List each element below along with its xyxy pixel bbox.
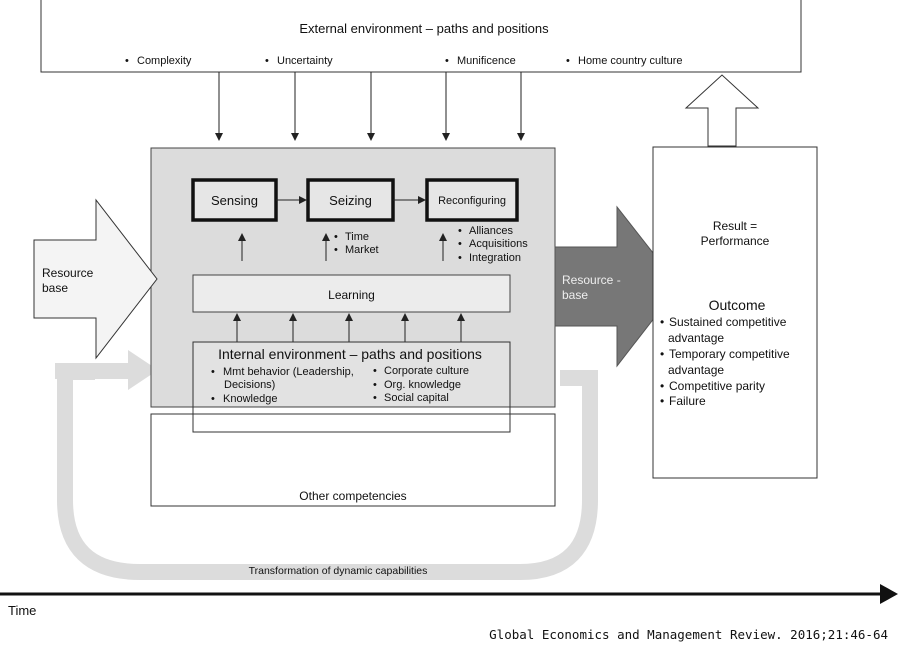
external-influence-arrows xyxy=(215,72,525,141)
external-factor: Munificence xyxy=(457,55,516,67)
result-title: Performance xyxy=(701,234,770,248)
transformation-loop xyxy=(57,364,598,580)
other-competencies-label: Other competencies xyxy=(299,489,406,503)
resource-base-input-label: base xyxy=(42,281,68,295)
resource-base-output-label: Resource - xyxy=(562,273,621,287)
internal-factor: Social capital xyxy=(384,392,449,404)
svg-text:•: • xyxy=(334,244,338,256)
external-factor: Complexity xyxy=(137,55,192,67)
resource-base-output-arrow xyxy=(554,205,680,368)
svg-text:•: • xyxy=(125,55,129,67)
external-factor: Uncertainty xyxy=(277,55,333,67)
internal-factor: Knowledge xyxy=(223,393,277,405)
reconfiguring-note: Acquisitions xyxy=(469,238,528,250)
citation: Global Economics and Management Review. … xyxy=(489,627,888,642)
outcome-item: advantage xyxy=(668,331,724,345)
outcome-item: advantage xyxy=(668,363,724,377)
svg-text:•: • xyxy=(445,55,449,67)
result-title: Result = xyxy=(713,219,757,233)
internal-factor: Corporate culture xyxy=(384,365,469,377)
svg-text:•: • xyxy=(660,379,664,393)
external-factor: Home country culture xyxy=(578,55,683,67)
sensing-box: Sensing xyxy=(191,178,278,222)
reconfiguring-note: Integration xyxy=(469,252,521,264)
internal-to-learning-arrows xyxy=(233,313,465,342)
learning-box xyxy=(192,274,511,313)
internal-environment-title: Internal environment – paths and positio… xyxy=(218,346,482,362)
sensing-label: Sensing xyxy=(211,193,258,208)
external-factor-list: • Complexity • Uncertainty • Munificence… xyxy=(125,55,683,67)
outcome-list: • Sustained competitive advantage • Temp… xyxy=(660,315,790,408)
svg-text:•: • xyxy=(265,55,269,67)
svg-text:•: • xyxy=(660,347,664,361)
svg-text:•: • xyxy=(660,315,664,329)
internal-environment-box xyxy=(192,341,511,433)
learning-to-capability-arrows xyxy=(238,233,447,261)
time-axis-arrowhead xyxy=(880,584,898,604)
svg-text:•: • xyxy=(373,379,377,391)
transformation-loop-arrow-shaft xyxy=(55,363,130,379)
svg-text:•: • xyxy=(660,394,664,408)
resource-base-input-label: Resource xyxy=(42,266,94,280)
reconfiguring-note: Alliances xyxy=(469,225,514,237)
resource-base-output-label: base xyxy=(562,288,588,302)
svg-text:•: • xyxy=(458,225,462,237)
seizing-label: Seizing xyxy=(329,193,372,208)
internal-factor: Mmt behavior (Leadership, xyxy=(223,366,354,378)
outcome-item: Temporary competitive xyxy=(669,347,790,361)
svg-text:•: • xyxy=(458,252,462,264)
resource-base-input-arrow xyxy=(33,198,158,360)
learning-label: Learning xyxy=(328,288,375,302)
performance-feedback-arrow xyxy=(684,74,760,147)
internal-factor: Org. knowledge xyxy=(384,379,461,391)
svg-text:•: • xyxy=(373,365,377,377)
svg-text:•: • xyxy=(211,393,215,405)
svg-text:•: • xyxy=(211,366,215,378)
outcome-item: Failure xyxy=(669,394,706,408)
seizing-note: Market xyxy=(345,244,379,256)
internal-factor-list-left: • Mmt behavior (Leadership, Decisions) •… xyxy=(211,366,354,405)
reconfiguring-notes: • Alliances • Acquisitions • Integration xyxy=(458,225,528,264)
svg-text:•: • xyxy=(566,55,570,67)
other-competencies-box xyxy=(150,413,556,507)
internal-factor: Decisions) xyxy=(224,379,275,391)
reconfiguring-box: Reconfiguring xyxy=(425,178,519,222)
outcome-item: Sustained competitive xyxy=(669,315,787,329)
internal-factor-list-right: • Corporate culture • Org. knowledge • S… xyxy=(373,365,469,404)
seizing-notes: • Time • Market xyxy=(334,231,379,256)
svg-text:•: • xyxy=(334,231,338,243)
outcome-title: Outcome xyxy=(709,297,766,313)
outcome-item: Competitive parity xyxy=(669,379,765,393)
svg-text:•: • xyxy=(373,392,377,404)
seizing-box: Seizing xyxy=(306,178,395,222)
transformation-loop-arrowhead xyxy=(128,350,158,390)
external-environment-title: External environment – paths and positio… xyxy=(299,21,549,36)
reconfiguring-label: Reconfiguring xyxy=(438,195,506,207)
seizing-note: Time xyxy=(345,231,369,243)
result-box xyxy=(652,146,818,479)
external-environment-box xyxy=(40,0,802,73)
time-label: Time xyxy=(8,603,36,618)
transformation-label: Transformation of dynamic capabilities xyxy=(249,565,428,577)
svg-text:•: • xyxy=(458,238,462,250)
